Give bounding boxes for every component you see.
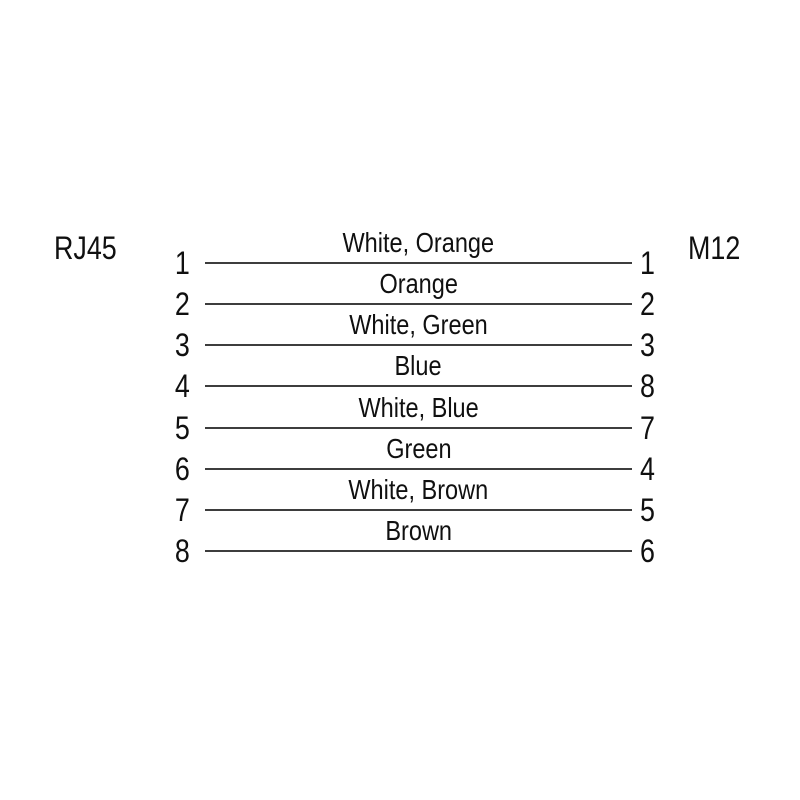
wire-line	[205, 508, 632, 511]
left-pin-text: 3	[175, 327, 190, 364]
wire-color-label: White, Green	[205, 308, 632, 342]
right-pin-number: 2	[640, 287, 710, 321]
left-pin-text: 4	[175, 368, 190, 405]
right-pin-text: 3	[640, 327, 655, 364]
wire-line	[205, 385, 632, 388]
wire-color-text: White, Green	[349, 309, 488, 341]
right-pin-text: 2	[640, 286, 655, 323]
right-pin-text: 1	[640, 245, 655, 281]
right-pin-text: 8	[640, 368, 655, 405]
right-pin-number: 3	[640, 328, 710, 362]
left-pin-text: 7	[175, 491, 190, 528]
wire-color-text: Green	[385, 432, 452, 464]
wire-color-text: Brown	[385, 514, 452, 546]
right-pin-number: 7	[640, 411, 710, 445]
right-pin-text: 7	[640, 409, 655, 446]
wire-color-label: Brown	[205, 514, 632, 548]
right-pin-number: 8	[640, 369, 710, 403]
right-connector-label: M12	[688, 231, 750, 265]
wire-color-text: Blue	[394, 350, 443, 382]
right-pin-number: 5	[640, 493, 710, 527]
left-pin-number: 4	[120, 369, 190, 403]
left-pin-number: 8	[120, 534, 190, 568]
left-pin-text: 5	[175, 409, 190, 446]
right-pin-text: 5	[640, 491, 655, 528]
wire-color-text: Orange	[379, 268, 458, 300]
left-pin-text: 6	[175, 450, 190, 487]
wire-color-label: Orange	[205, 267, 632, 301]
wire-line	[205, 303, 632, 306]
left-pin-number: 2	[120, 287, 190, 321]
wire-color-text: White, Brown	[348, 473, 489, 505]
wire-color-label: Blue	[205, 349, 632, 383]
left-pin-number: 6	[120, 452, 190, 486]
wire-line	[205, 262, 632, 264]
wire-line	[205, 426, 632, 429]
left-pin-text: 1	[175, 245, 190, 281]
right-pin-text: 4	[640, 450, 655, 487]
left-pin-number: 5	[120, 411, 190, 445]
left-pin-number: 3	[120, 328, 190, 362]
left-pin-text: 2	[175, 286, 190, 323]
left-pin-number: 1	[120, 246, 190, 280]
wire-color-text: White, Blue	[358, 391, 479, 423]
wire-color-label: White, Brown	[205, 473, 632, 507]
right-pin-number: 4	[640, 452, 710, 486]
left-pin-number: 7	[120, 493, 190, 527]
right-pin-number: 1	[640, 246, 710, 280]
wire-color-label: White, Blue	[205, 391, 632, 425]
wire-line	[205, 344, 632, 347]
left-connector-label: RJ45	[54, 231, 129, 265]
left-connector-text: RJ45	[54, 230, 117, 266]
right-connector-text: M12	[688, 230, 741, 266]
wire-color-label: Green	[205, 432, 632, 466]
wire-line	[205, 467, 632, 470]
left-pin-text: 8	[175, 532, 190, 569]
wire-color-label: White, Orange	[205, 226, 632, 260]
right-pin-text: 6	[640, 532, 655, 569]
wire-line	[205, 549, 632, 552]
right-pin-number: 6	[640, 534, 710, 568]
wire-color-text: White, Orange	[342, 227, 495, 258]
